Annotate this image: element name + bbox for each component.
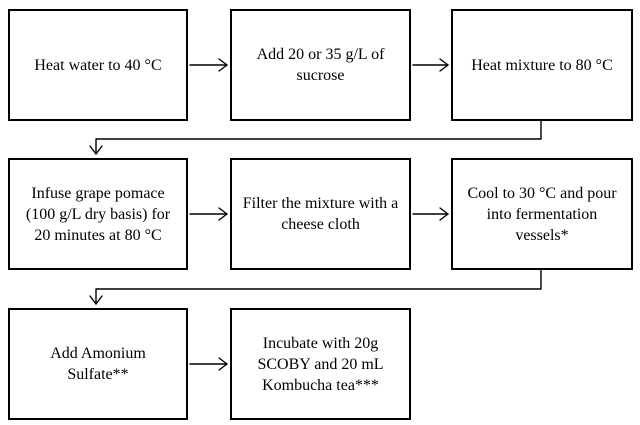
step-label-filter-mixture: Filter the mixture with a cheese cloth <box>242 195 399 233</box>
step-label-incubate-scoby: Incubate with 20g SCOBY and 20 mL Kombuc… <box>257 334 384 394</box>
step-box-add-sucrose: Add 20 or 35 g/L of sucrose <box>230 9 411 121</box>
step-box-heat-water: Heat water to 40 °C <box>8 9 188 121</box>
arrow-step4-to-step5 <box>189 207 228 221</box>
arrow-step6-to-step7 <box>89 269 542 305</box>
arrow-step5-to-step6 <box>412 207 449 221</box>
step-label-heat-mixture: Heat mixture to 80 °C <box>471 56 613 74</box>
arrow-step3-to-step4 <box>89 120 542 155</box>
step-box-filter-mixture: Filter the mixture with a cheese cloth <box>230 158 411 270</box>
step-box-incubate-scoby: Incubate with 20g SCOBY and 20 mL Kombuc… <box>230 308 411 420</box>
arrow-step1-to-step2 <box>189 58 228 72</box>
step-label-heat-water: Heat water to 40 °C <box>34 56 162 74</box>
step-label-cool-and-pour: Cool to 30 °C and pour into fermentation… <box>467 184 617 244</box>
step-box-heat-mixture: Heat mixture to 80 °C <box>451 9 633 121</box>
arrow-step2-to-step3 <box>412 58 449 72</box>
step-label-infuse-grape-pomace: Infuse grape pomace (100 g/L dry basis) … <box>25 184 171 244</box>
arrow-step7-to-step8 <box>189 357 228 371</box>
step-box-infuse-grape-pomace: Infuse grape pomace (100 g/L dry basis) … <box>8 158 188 270</box>
step-label-add-sucrose: Add 20 or 35 g/L of sucrose <box>256 46 385 84</box>
step-label-add-ammonium-sulfate: Add Amonium Sulfate** <box>50 345 146 383</box>
step-box-add-ammonium-sulfate: Add Amonium Sulfate** <box>8 308 188 420</box>
step-box-cool-and-pour: Cool to 30 °C and pour into fermentation… <box>451 158 633 270</box>
